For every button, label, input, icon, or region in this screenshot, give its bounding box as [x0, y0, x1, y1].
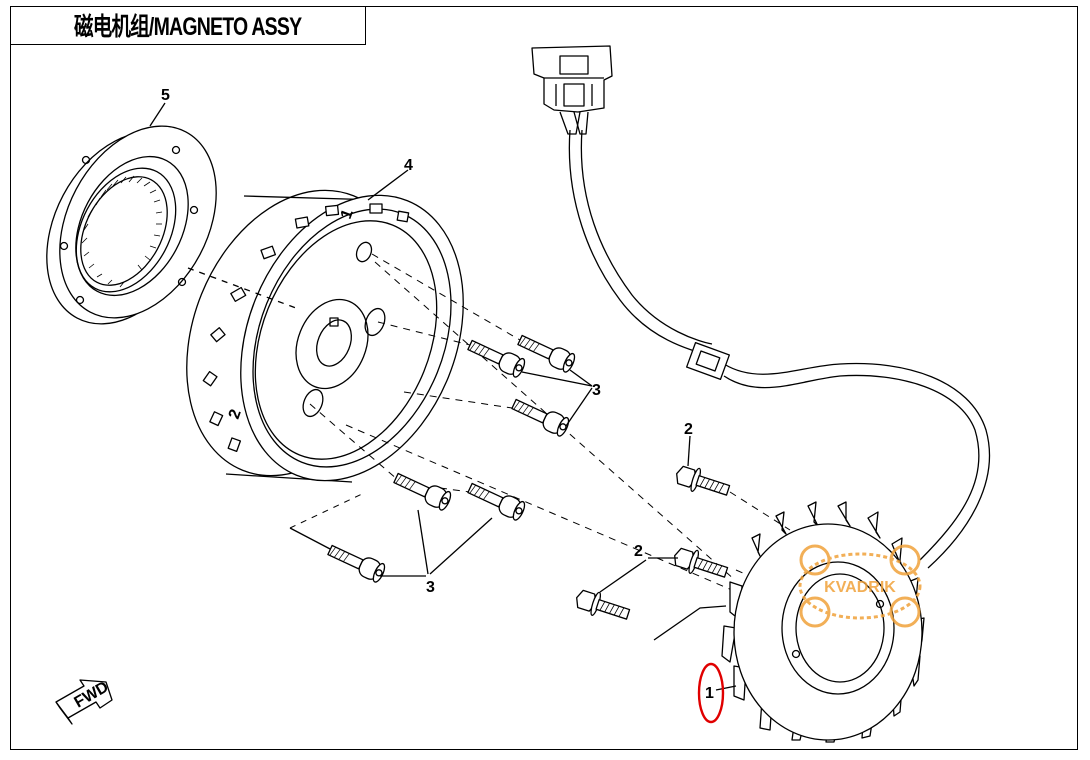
highlight-circle: [697, 662, 725, 724]
flange-bolts: [576, 435, 731, 620]
fwd-arrow: [55, 679, 113, 725]
wire-harness: [559, 111, 991, 569]
title-box: 磁电机组/MAGNETO ASSY: [10, 6, 366, 45]
flywheel: [186, 169, 464, 483]
callout-1: 1: [705, 685, 714, 702]
callout-3-lower: 3: [426, 579, 435, 596]
stator: [715, 501, 925, 743]
screws-upper: [467, 334, 593, 437]
watermark-text: KVADRIK: [824, 579, 896, 596]
page-title: 磁电机组/MAGNETO ASSY: [73, 13, 302, 41]
callout-4: 4: [404, 157, 413, 174]
callout-2-upper: 2: [684, 421, 693, 438]
callout-2-lower: 2: [634, 543, 643, 560]
drawing-frame: [10, 6, 1078, 750]
screws-lower: [327, 472, 526, 583]
callout-3-upper: 3: [592, 382, 601, 399]
starter-clutch: [46, 102, 217, 325]
watermark-logo: KVADRIK: [798, 544, 922, 628]
connector: [531, 45, 613, 113]
callout-5: 5: [161, 87, 170, 104]
